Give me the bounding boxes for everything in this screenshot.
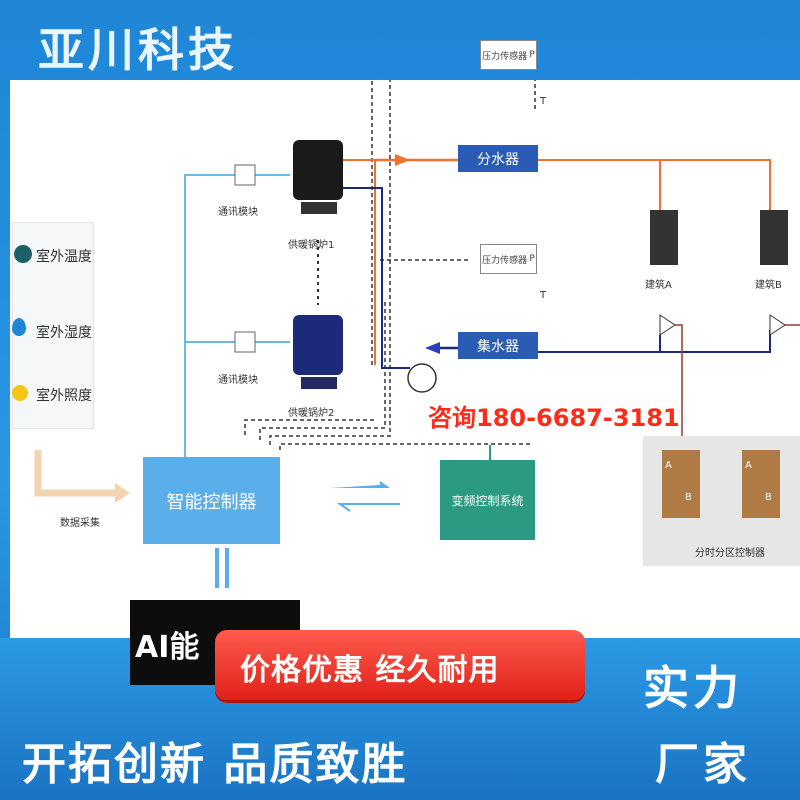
brand-title: 亚川科技 (38, 23, 238, 77)
slogan-factory: 厂家 (655, 739, 751, 790)
dashed-ctrl-a (244, 419, 375, 435)
outdoor-illuminance-label: 室外照度 (36, 388, 92, 404)
zone-unit-b-a: A (745, 460, 752, 471)
data-collect-label: 数据采集 (60, 518, 100, 529)
comm-module-2-label: 通讯模块 (218, 375, 258, 386)
return-arrow (425, 342, 440, 354)
dashed-temp-t1 (269, 74, 536, 445)
building-b-label: 建筑B (755, 280, 782, 291)
zone-unit-a-a: A (665, 460, 672, 471)
zone-controller-label: 分时分区控制器 (695, 548, 765, 559)
arrow-left (336, 503, 400, 512)
pressure-sensor-2-p: P (529, 254, 535, 264)
building-a-icon (650, 210, 678, 265)
dashed-temp-t2 (279, 443, 530, 450)
sun-icon (12, 385, 28, 401)
boiler-2-base (301, 377, 337, 389)
system-diagram (34, 59, 800, 588)
zone-unit-a-b: B (685, 492, 692, 503)
pump-icon (407, 363, 437, 393)
supply-arrow (395, 154, 410, 166)
humidity-drop-icon (12, 318, 26, 336)
water-distributor: 分水器 (458, 145, 538, 172)
pressure-sensor-2-label: 压力传感器 (482, 255, 528, 266)
arrow-down-shaft (225, 548, 229, 588)
slogan-left: 开拓创新 品质致胜 (22, 739, 408, 790)
boiler-2-label: 供暖锅炉2 (288, 408, 335, 419)
arrow-up-shaft (215, 548, 219, 588)
link-ctrl-comm1 (184, 174, 235, 457)
zone-unit-b (742, 450, 780, 518)
return-riser (340, 187, 410, 369)
thermometer-icon (14, 245, 32, 263)
comm-module-2-icon (234, 331, 256, 353)
comm-module-1-label: 通讯模块 (218, 207, 258, 218)
arrow-right (330, 481, 390, 488)
outdoor-humidity-label: 室外湿度 (36, 325, 92, 341)
water-collector: 集水器 (458, 332, 538, 359)
pressure-sensor-1-label: 压力传感器 (482, 51, 528, 62)
valve-b-icon (769, 314, 786, 336)
supply-main (538, 159, 771, 210)
building-b-icon (760, 210, 788, 265)
return-main (538, 330, 771, 353)
temp-sensor-2-t: T (540, 290, 547, 301)
data-collect-arrow-line (34, 450, 115, 497)
boiler-1-label: 供暖锅炉1 (288, 240, 335, 251)
consult-phone: 咨询180-6687-3181 (428, 404, 680, 432)
valve-a-icon (659, 314, 676, 336)
temp-sensor-1-t: T (540, 96, 547, 107)
boiler-2-body (293, 315, 343, 375)
comm-module-1-icon (234, 164, 256, 186)
supply-riser (340, 159, 376, 365)
pressure-sensor-1-p: P (529, 50, 535, 60)
valve-a-line (675, 324, 683, 450)
strength-badge: 实力 (643, 661, 743, 715)
data-collect-arrow-head (115, 483, 130, 503)
dashed-pressure1 (371, 59, 470, 365)
boiler-1-body (293, 140, 343, 200)
zone-unit-b-b: B (765, 492, 772, 503)
building-a-label: 建筑A (645, 280, 672, 291)
zone-unit-a (662, 450, 700, 518)
boiler-1-base (301, 202, 337, 214)
promo-red-pill (215, 630, 585, 700)
promo-red-pill-text: 价格优惠 经久耐用 (240, 653, 500, 688)
outdoor-temp-label: 室外温度 (36, 249, 92, 265)
pressure-sensor-2: 压力传感器 P (480, 244, 537, 274)
pressure-sensor-1: 压力传感器 P (480, 40, 537, 70)
ai-black-box-text: AI能 (135, 630, 200, 665)
smart-controller: 智能控制器 (143, 457, 280, 544)
vfd-control-system: 变频控制系统 (440, 460, 535, 540)
